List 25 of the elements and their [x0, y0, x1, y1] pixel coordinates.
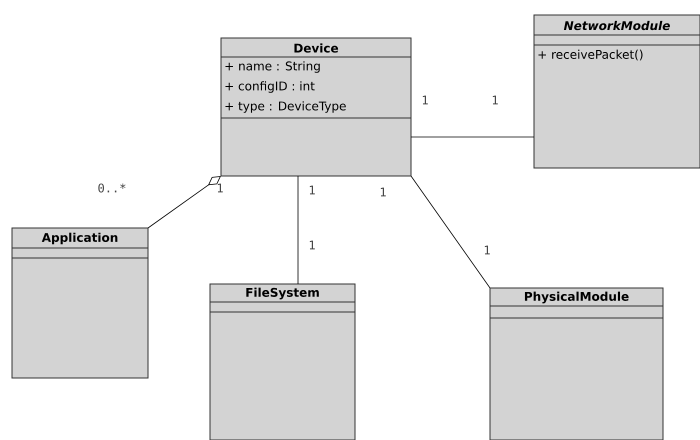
- multiplicity-label: 0..*: [98, 183, 126, 193]
- association-line: [410, 136, 534, 138]
- member-text: + receivePacket(): [538, 50, 643, 60]
- multiplicity-label: 1: [310, 240, 315, 250]
- multiplicity-label: 1: [422, 96, 428, 104]
- class-box: [220, 38, 412, 176]
- multiplicity-label: 1: [484, 246, 490, 254]
- class-name: NetworkModule: [564, 20, 670, 30]
- multiplicity-label: 1: [310, 186, 315, 194]
- member-text: + type : DeviceType: [225, 101, 346, 113]
- multiplicity-label: 1: [218, 184, 223, 192]
- class-name: Device: [294, 43, 338, 53]
- class-box: [12, 228, 148, 378]
- class-box: [534, 14, 700, 168]
- member-text: + name : String: [225, 61, 320, 73]
- member-text: + configID : int: [225, 81, 315, 93]
- association-line: [410, 176, 490, 288]
- class-name: FileSystem: [246, 288, 319, 300]
- multiplicity-label: 1: [380, 188, 386, 196]
- class-box: [490, 288, 664, 440]
- multiplicity-label: 1: [492, 96, 498, 104]
- class-name: PhysicalModule: [524, 292, 629, 304]
- class-box: [210, 284, 356, 440]
- aggregation-line: [148, 176, 221, 228]
- class-name: Application: [42, 232, 118, 244]
